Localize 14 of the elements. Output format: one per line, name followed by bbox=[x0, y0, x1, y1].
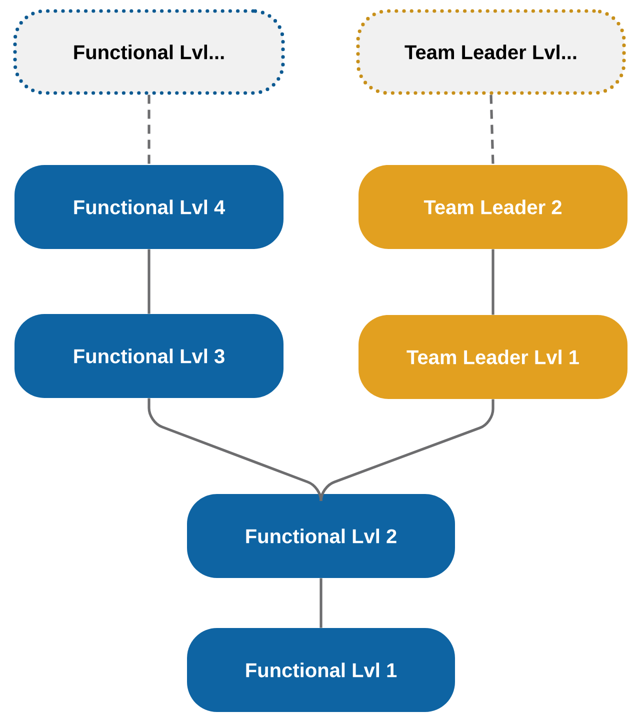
rounded-box: Team Leader Lvl 1 bbox=[358, 315, 628, 399]
connector-line bbox=[148, 249, 150, 314]
dashed-connector bbox=[490, 94, 494, 165]
rounded-box: Team Leader 2 bbox=[358, 165, 628, 249]
rounded-box: Functional Lvl 2 bbox=[187, 494, 455, 578]
dotted-rounded-box: Functional Lvl... bbox=[13, 9, 285, 95]
connector-line bbox=[320, 399, 494, 502]
rounded-box: Functional Lvl 1 bbox=[187, 628, 455, 712]
dotted-rounded-box: Team Leader Lvl... bbox=[356, 9, 626, 95]
dashed-connector bbox=[148, 94, 150, 165]
rounded-box: Functional Lvl 4 bbox=[14, 165, 284, 249]
connector-line bbox=[320, 578, 322, 628]
connector-line bbox=[492, 249, 494, 315]
rounded-box: Functional Lvl 3 bbox=[14, 314, 284, 398]
